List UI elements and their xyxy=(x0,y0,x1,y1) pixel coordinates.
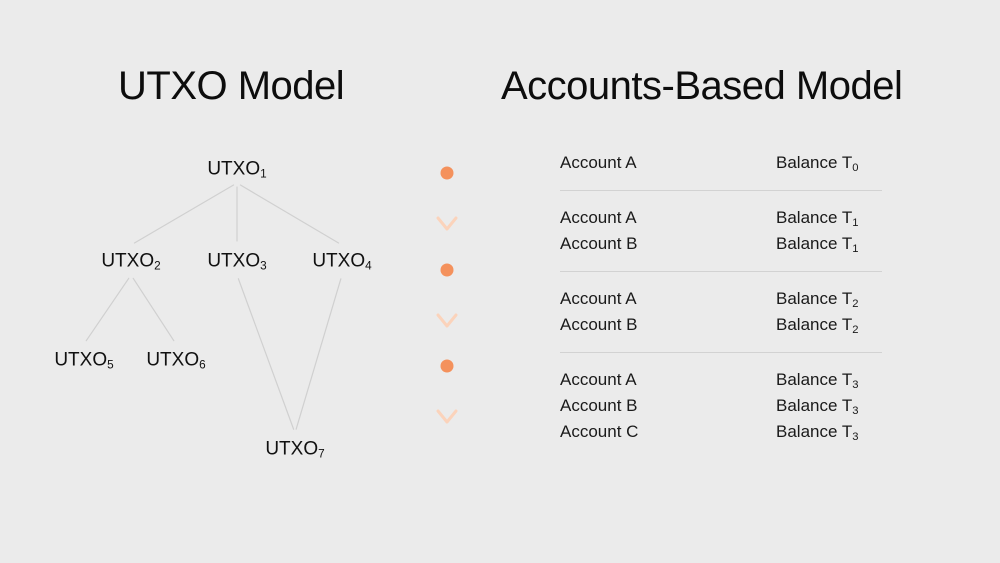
balance-time-index: 3 xyxy=(852,430,859,443)
transition-arrow-3 xyxy=(436,359,458,424)
group-divider xyxy=(560,271,882,272)
utxo-edge-2-to-6 xyxy=(132,277,175,342)
utxo-node-label: UTXO xyxy=(312,250,366,272)
utxo-node-6: UTXO6 xyxy=(146,349,206,372)
arrow-origin-dot xyxy=(440,263,454,277)
account-name: Account C xyxy=(560,422,639,441)
account-name: Account A xyxy=(560,289,637,308)
account-balance: Balance T1 xyxy=(776,205,858,233)
accounts-model-title: Accounts-Based Model xyxy=(501,64,903,108)
account-balance: Balance T3 xyxy=(776,367,858,395)
utxo-node-5: UTXO5 xyxy=(54,349,114,372)
account-name: Account A xyxy=(560,370,637,389)
account-name: Account B xyxy=(560,396,638,415)
arrow-origin-dot xyxy=(440,166,454,180)
balance-time-index: 1 xyxy=(852,242,859,255)
account-name: Account B xyxy=(560,234,638,253)
utxo-node-3: UTXO3 xyxy=(207,250,267,273)
table-row: Account B Balance T1 xyxy=(560,231,882,257)
group-divider xyxy=(560,190,882,191)
balance-label: Balance T xyxy=(776,422,853,441)
utxo-node-index: 1 xyxy=(260,167,267,181)
transition-arrow-2 xyxy=(436,263,458,328)
account-name: Account B xyxy=(560,315,638,334)
utxo-node-index: 4 xyxy=(365,259,372,273)
utxo-node-label: UTXO xyxy=(207,158,261,180)
balance-label: Balance T xyxy=(776,315,853,334)
utxo-node-label: UTXO xyxy=(101,250,155,272)
utxo-model-title: UTXO Model xyxy=(118,64,345,108)
utxo-node-2: UTXO2 xyxy=(101,250,161,273)
balance-time-index: 2 xyxy=(852,323,859,336)
balance-time-index: 3 xyxy=(852,378,859,391)
balance-label: Balance T xyxy=(776,289,853,308)
utxo-node-label: UTXO xyxy=(146,349,200,371)
utxo-node-4: UTXO4 xyxy=(312,250,372,273)
table-row: Account C Balance T3 xyxy=(560,419,882,445)
utxo-edge-1-to-2 xyxy=(133,184,235,244)
account-balance: Balance T0 xyxy=(776,150,858,178)
balance-label: Balance T xyxy=(776,370,853,389)
account-balance: Balance T3 xyxy=(776,393,858,421)
account-name: Account A xyxy=(560,208,637,227)
balance-time-index: 0 xyxy=(852,161,859,174)
utxo-node-label: UTXO xyxy=(54,349,108,371)
arrow-head xyxy=(436,216,458,231)
utxo-node-index: 7 xyxy=(318,447,325,461)
account-balance: Balance T1 xyxy=(776,231,858,259)
balance-label: Balance T xyxy=(776,396,853,415)
table-row: Account A Balance T2 xyxy=(560,286,882,312)
transition-arrow-1 xyxy=(436,166,458,231)
table-row: Account B Balance T3 xyxy=(560,393,882,419)
utxo-edge-2-to-5 xyxy=(85,277,130,342)
balance-time-index: 3 xyxy=(852,404,859,417)
arrow-head xyxy=(436,313,458,328)
account-name: Account A xyxy=(560,153,637,172)
account-balance: Balance T3 xyxy=(776,419,858,447)
utxo-edge-3-to-7 xyxy=(237,278,295,430)
utxo-edge-1-to-4 xyxy=(239,184,340,244)
table-row: Account A Balance T0 xyxy=(560,150,882,176)
table-row: Account B Balance T2 xyxy=(560,312,882,338)
balance-label: Balance T xyxy=(776,153,853,172)
account-balance: Balance T2 xyxy=(776,286,858,314)
table-row: Account A Balance T1 xyxy=(560,205,882,231)
utxo-node-index: 5 xyxy=(107,358,114,372)
arrow-origin-dot xyxy=(440,359,454,373)
accounts-group-0: Account A Balance T0 xyxy=(560,150,882,176)
utxo-node-index: 3 xyxy=(260,259,267,273)
utxo-node-7: UTXO7 xyxy=(265,438,325,461)
account-balance: Balance T2 xyxy=(776,312,858,340)
utxo-node-label: UTXO xyxy=(207,250,261,272)
utxo-edge-4-to-7 xyxy=(295,278,342,430)
utxo-node-label: UTXO xyxy=(265,438,319,460)
arrow-head xyxy=(436,409,458,424)
utxo-node-index: 6 xyxy=(199,358,206,372)
transition-arrows xyxy=(436,166,458,424)
utxo-node-1: UTXO1 xyxy=(207,158,267,181)
table-row: Account A Balance T3 xyxy=(560,367,882,393)
balance-label: Balance T xyxy=(776,208,853,227)
balance-time-index: 1 xyxy=(852,216,859,229)
utxo-node-index: 2 xyxy=(154,259,161,273)
balance-time-index: 2 xyxy=(852,297,859,310)
balance-label: Balance T xyxy=(776,234,853,253)
group-divider xyxy=(560,352,882,353)
